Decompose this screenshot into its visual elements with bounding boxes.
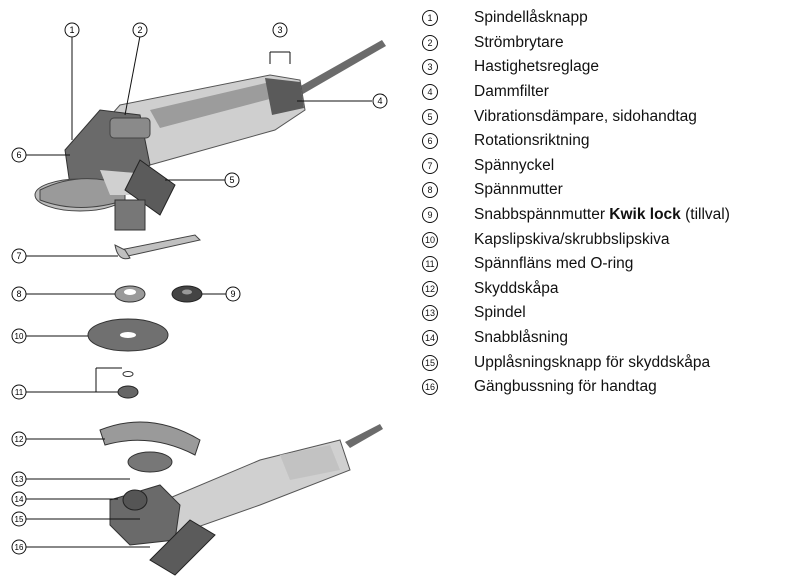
svg-text:4: 4 [377, 96, 382, 106]
legend-item-6: 6 Rotationsriktning [422, 129, 806, 154]
legend-number: 2 [422, 35, 438, 51]
legend-label: Hastighetsreglage [474, 58, 599, 76]
svg-text:10: 10 [15, 332, 24, 341]
legend-label: Spindel [474, 304, 526, 322]
legend-item-2: 2 Strömbrytare [422, 31, 806, 56]
svg-text:15: 15 [15, 515, 24, 524]
parts-legend: 1 Spindellåsknapp 2 Strömbrytare 3 Hastighe… [422, 6, 806, 400]
legend-number: 12 [422, 281, 438, 297]
legend-label: Snabbspännmutter Kwik lock (tillval) [474, 206, 730, 224]
legend-item-4: 4 Dammfilter [422, 80, 806, 105]
legend-number: 7 [422, 158, 438, 174]
legend-number: 11 [422, 256, 438, 272]
legend-label: Snabblåsning [474, 329, 568, 347]
svg-text:11: 11 [15, 388, 24, 397]
grinding-disc [88, 319, 168, 351]
legend-label: Kapslipskiva/skrubbslipskiva [474, 231, 670, 249]
legend-label: Spindellåsknapp [474, 9, 588, 27]
legend-label: Rotationsriktning [474, 132, 589, 150]
svg-text:1: 1 [69, 25, 74, 35]
legend-label: Spännmutter [474, 181, 563, 199]
legend-item-9: 9 Snabbspännmutter Kwik lock (tillval) [422, 203, 806, 228]
legend-number: 5 [422, 109, 438, 125]
legend-item-13: 13 Spindel [422, 301, 806, 326]
legend-item-8: 8 Spännmutter [422, 178, 806, 203]
legend-item-5: 5 Vibrationsdämpare, sidohandtag [422, 104, 806, 129]
legend-number: 1 [422, 10, 438, 26]
legend-number: 3 [422, 59, 438, 75]
svg-text:2: 2 [137, 25, 142, 35]
svg-text:13: 13 [15, 475, 24, 484]
wrench [115, 235, 200, 259]
legend-number: 4 [422, 84, 438, 100]
legend-label: Spännfläns med O-ring [474, 255, 633, 273]
svg-text:8: 8 [16, 289, 21, 299]
angle-grinder-illustration: 1 2 3 4 5 6 7 8 9 10 11 [0, 0, 420, 582]
guard [100, 422, 200, 472]
legend-item-3: 3 Hastighetsreglage [422, 55, 806, 80]
legend-label: Gängbussning för handtag [474, 378, 657, 396]
kwik-lock-nut [172, 286, 202, 302]
legend-number: 8 [422, 182, 438, 198]
svg-text:9: 9 [230, 289, 235, 299]
grinder-bottom [110, 424, 383, 575]
legend-number: 10 [422, 232, 438, 248]
svg-text:3: 3 [277, 25, 282, 35]
legend-number: 14 [422, 330, 438, 346]
legend-label: Upplåsningsknapp för skyddskåpa [474, 354, 710, 372]
svg-text:14: 14 [15, 495, 24, 504]
legend-item-1: 1 Spindellåsknapp [422, 6, 806, 31]
svg-text:16: 16 [15, 543, 24, 552]
legend-number: 6 [422, 133, 438, 149]
legend-label: Spännyckel [474, 157, 554, 175]
legend-label: Vibrationsdämpare, sidohandtag [474, 108, 697, 126]
legend-label: Dammfilter [474, 83, 549, 101]
grinder-top [35, 40, 386, 230]
legend-item-10: 10 Kapslipskiva/skrubbslipskiva [422, 227, 806, 252]
legend-number: 13 [422, 305, 438, 321]
svg-text:7: 7 [16, 251, 21, 261]
legend-item-11: 11 Spännfläns med O-ring [422, 252, 806, 277]
legend-item-14: 14 Snabblåsning [422, 326, 806, 351]
legend-item-16: 16 Gängbussning för handtag [422, 375, 806, 400]
legend-label: Strömbrytare [474, 34, 564, 52]
svg-text:6: 6 [16, 150, 21, 160]
legend-number: 15 [422, 355, 438, 371]
legend-number: 9 [422, 207, 438, 223]
legend-item-12: 12 Skyddskåpa [422, 277, 806, 302]
legend-label: Skyddskåpa [474, 280, 558, 298]
legend-number: 16 [422, 379, 438, 395]
legend-item-15: 15 Upplåsningsknapp för skyddskåpa [422, 350, 806, 375]
flange-oring [118, 372, 138, 399]
callout-badges-bottom: 12 13 14 15 16 [12, 432, 26, 554]
clamp-nut [115, 286, 145, 302]
svg-text:12: 12 [15, 435, 24, 444]
svg-text:5: 5 [229, 175, 234, 185]
legend-item-7: 7 Spännyckel [422, 154, 806, 179]
